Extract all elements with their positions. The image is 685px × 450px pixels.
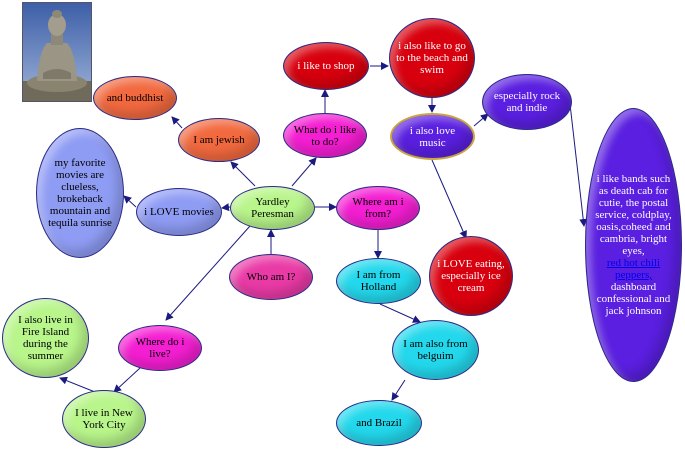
node-eating[interactable]: i LOVE eating, especially ice cream bbox=[429, 236, 513, 316]
node-shop[interactable]: i like to shop bbox=[283, 42, 369, 90]
bands-text-end: dashboard confessional and jack johnson bbox=[596, 281, 671, 317]
node-beach-label: i also like to go to the beach and swim bbox=[396, 40, 468, 76]
buddha-statue-image bbox=[22, 2, 92, 102]
node-what-like[interactable]: What do i like to do? bbox=[283, 113, 367, 158]
edge-holland-to-belguim bbox=[379, 303, 421, 323]
edge-belguim-to-brazil bbox=[391, 379, 406, 401]
edge-center-to-jewish bbox=[230, 161, 256, 187]
node-rock-label: especially rock and indie bbox=[493, 90, 561, 114]
node-center[interactable]: Yardley Peresman bbox=[230, 186, 315, 230]
node-beach[interactable]: i also like to go to the beach and swim bbox=[389, 18, 475, 98]
node-love-movies-label: i LOVE movies bbox=[144, 206, 214, 218]
node-music-label: i also love music bbox=[409, 124, 456, 149]
bands-text-start: i like bands such as death cab for cutie… bbox=[595, 173, 672, 257]
edge-center-to-what-like bbox=[291, 157, 317, 187]
node-bands[interactable]: i like bands such as death cab for cutie… bbox=[585, 108, 682, 382]
node-jewish[interactable]: I am jewish bbox=[178, 118, 260, 162]
bands-link[interactable]: red hot chili peppers, bbox=[606, 257, 661, 281]
node-jewish-label: I am jewish bbox=[193, 134, 245, 146]
edge-love-movies-to-list bbox=[123, 195, 137, 208]
node-belguim-label: I am also from belguim bbox=[403, 338, 468, 362]
node-where-live-label: Where do i live? bbox=[135, 336, 185, 360]
node-music[interactable]: i also love music bbox=[390, 113, 475, 160]
node-where-live[interactable]: Where do i live? bbox=[118, 325, 202, 371]
node-belguim[interactable]: I am also from belguim bbox=[392, 320, 479, 380]
edge-music-to-rock bbox=[473, 113, 489, 127]
node-where-from-label: Where am i from? bbox=[352, 196, 404, 220]
node-center-label: Yardley Peresman bbox=[251, 196, 294, 220]
edge-center-to-where-live bbox=[165, 225, 251, 321]
node-holland[interactable]: I am from Holland bbox=[336, 258, 421, 304]
buddha-statue-icon bbox=[23, 3, 91, 101]
edge-rock-to-bands bbox=[569, 103, 588, 227]
node-shop-label: i like to shop bbox=[297, 60, 355, 72]
node-movies-list[interactable]: my favorite movies are clueless, brokeba… bbox=[36, 128, 124, 258]
node-buddhist[interactable]: and buddhist bbox=[93, 76, 177, 120]
node-bands-label: i like bands such as death cab for cutie… bbox=[592, 173, 675, 317]
node-what-like-label: What do i like to do? bbox=[293, 123, 357, 148]
node-who-am-i[interactable]: Who am I? bbox=[229, 254, 313, 300]
node-where-from[interactable]: Where am i from? bbox=[336, 186, 420, 230]
node-who-am-i-label: Who am I? bbox=[246, 271, 296, 283]
node-new-york[interactable]: I live in New York City bbox=[62, 390, 146, 448]
edge-center-to-love-movies bbox=[221, 203, 231, 212]
edge-where-live-to-new-york bbox=[113, 367, 141, 393]
node-fire-island[interactable]: I also live in Fire Island during the su… bbox=[2, 298, 89, 378]
node-rock[interactable]: especially rock and indie bbox=[482, 74, 572, 130]
node-love-movies[interactable]: i LOVE movies bbox=[136, 188, 222, 236]
node-brazil[interactable]: and Brazil bbox=[336, 400, 422, 446]
node-fire-island-label: I also live in Fire Island during the su… bbox=[18, 314, 73, 362]
edge-music-to-eating bbox=[431, 159, 467, 239]
node-brazil-label: and Brazil bbox=[356, 417, 402, 429]
node-holland-label: I am from Holland bbox=[356, 269, 401, 293]
node-eating-label: i LOVE eating, especially ice cream bbox=[437, 258, 505, 294]
node-new-york-label: I live in New York City bbox=[75, 407, 133, 431]
edge-jewish-to-buddhist bbox=[171, 116, 183, 129]
node-movies-list-label: my favorite movies are clueless, brokeba… bbox=[48, 157, 112, 229]
node-buddhist-label: and buddhist bbox=[106, 92, 164, 104]
